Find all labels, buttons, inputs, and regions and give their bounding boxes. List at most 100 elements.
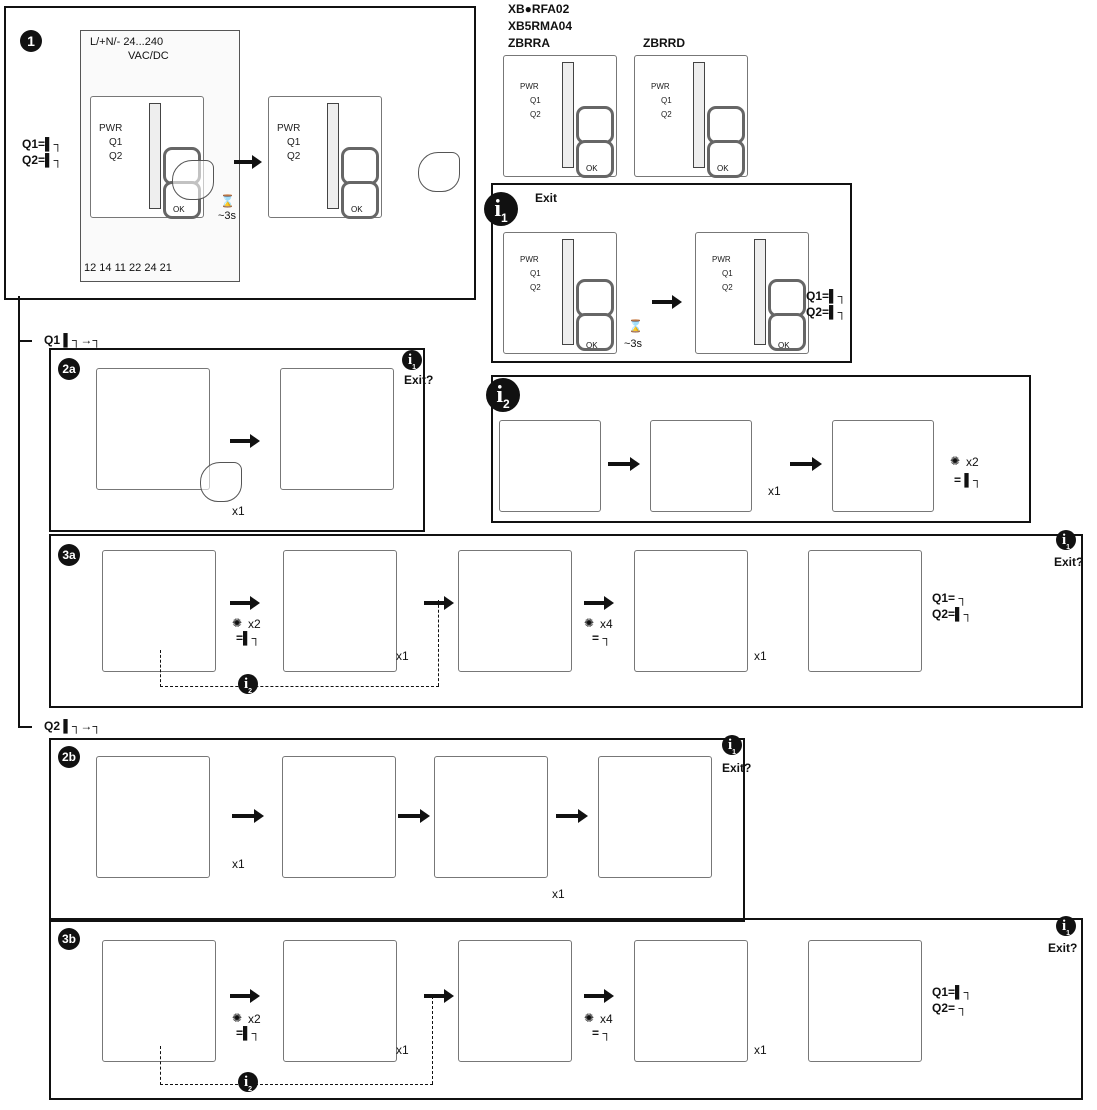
step3a-blink-count-1: x2 — [248, 617, 261, 631]
step2a-arrow — [230, 434, 260, 448]
step3a-info2-icon: i2 — [238, 674, 258, 695]
step2b-panel-1 — [96, 756, 210, 878]
step3b-press-count-2: x1 — [754, 1043, 767, 1057]
step3b-blink-count-2: x4 — [600, 1012, 613, 1026]
step2b-press-count-1: x1 — [232, 857, 245, 871]
step2a-badge: 2a — [58, 358, 80, 380]
hand-release-icon — [418, 152, 460, 192]
info2-panel-2 — [650, 420, 752, 512]
step3b-panel-2 — [283, 940, 397, 1062]
step3a-blink-result-2: = ┐ — [592, 631, 611, 645]
step3b-blink-count-1: x2 — [248, 1012, 261, 1026]
step3b-loop-line-up — [432, 996, 433, 1084]
info1-hold-time: ~3s — [624, 338, 643, 350]
step3b-panel-5 — [808, 940, 922, 1062]
step3b-panel-1 — [102, 940, 216, 1062]
step2a-exit-icon: i1 — [402, 350, 422, 371]
step3b-panel-4 — [634, 940, 748, 1062]
step3a-blink-icon-1: ✺ — [232, 616, 243, 630]
info2-badge-icon: i2 — [486, 378, 520, 412]
info1-title: Exit — [535, 191, 558, 205]
info1-panel-before: PWR Q1 Q2 OK — [503, 232, 617, 354]
info2-blink-icon: ✺ — [950, 454, 961, 468]
step3a-blink-icon-2: ✺ — [584, 616, 595, 630]
terminal-top-label: L/+N/- 24...240 — [90, 36, 164, 48]
terminal-top-label-2: VAC/DC — [128, 50, 169, 62]
step3b-panel-3 — [458, 940, 572, 1062]
flow-q1-branch — [18, 340, 32, 342]
step3a-press-count-1: x1 — [396, 649, 409, 663]
step3b-loop-line — [160, 1046, 433, 1085]
info2-panel-1 — [499, 420, 601, 512]
info2-press-count: x1 — [768, 484, 781, 498]
step3b-q1-result: Q1=▌┐ — [932, 985, 973, 999]
info1-hourglass-icon: ⌛ — [628, 319, 643, 333]
flow-main-line — [18, 296, 20, 726]
info1-panel-after: PWR Q1 Q2 OK — [695, 232, 809, 354]
step2b-frame — [49, 738, 745, 922]
step3b-exit-icon: i1 — [1056, 916, 1076, 937]
terminal-bottom-label: 12 14 11 22 24 21 — [84, 262, 172, 274]
branch-q1-label: Q1 ▌┐→┐ — [44, 333, 101, 347]
step3a-loop-line-up — [438, 600, 439, 686]
step2b-panel-3 — [434, 756, 548, 878]
step3a-arrow-3 — [584, 596, 614, 610]
step3a-exit-label: Exit? — [1054, 555, 1084, 569]
info1-arrow — [652, 295, 682, 309]
info2-frame — [491, 375, 1031, 523]
step3b-press-count-1: x1 — [396, 1043, 409, 1057]
model-label-zbrra: ZBRRA — [508, 36, 550, 50]
step3a-frame — [49, 534, 1083, 708]
hourglass-icon: ⌛ — [220, 194, 235, 208]
step3a-blink-result-1: =▌┐ — [236, 631, 261, 645]
step3b-exit-label: Exit? — [1048, 941, 1078, 955]
info2-panel-3 — [832, 420, 934, 512]
step2b-exit-icon: i1 — [722, 735, 742, 756]
reference-panel-zbrrd: PWR Q1 Q2 OK — [634, 55, 748, 178]
step2b-panel-4 — [598, 756, 712, 878]
info2-result: = ▌┐ — [954, 473, 982, 487]
info1-frame — [491, 183, 852, 363]
model-label-xb5rma04: XB5RMA04 — [508, 19, 573, 33]
step3b-frame — [49, 918, 1083, 1100]
step2a-frame — [49, 348, 425, 532]
step3b-arrow-1 — [230, 989, 260, 1003]
info2-arrow-1 — [608, 457, 640, 471]
branch-q2-label: Q2 ▌┐→┐ — [44, 719, 101, 733]
step3a-panel-1 — [102, 550, 216, 672]
step2a-hand-icon — [200, 462, 242, 502]
step1-q1-label: Q1=▌┐ — [22, 137, 63, 151]
flow-q2-branch — [18, 726, 32, 728]
step3a-press-count-2: x1 — [754, 649, 767, 663]
step3a-arrow-2 — [424, 596, 454, 610]
step2a-press-count: x1 — [232, 504, 245, 518]
step3a-badge: 3a — [58, 544, 80, 566]
step3a-panel-2 — [283, 550, 397, 672]
step3a-blink-count-2: x4 — [600, 617, 613, 631]
model-label-xbrfa02: XB●RFA02 — [508, 2, 570, 16]
step2a-panel-after — [280, 368, 394, 490]
step3a-q2-result: Q2=▌┐ — [932, 607, 973, 621]
step3b-blink-result-2: = ┐ — [592, 1026, 611, 1040]
info1-q1-result: Q1=▌┐ — [806, 289, 847, 303]
step3b-blink-result-1: =▌┐ — [236, 1026, 261, 1040]
step3b-blink-icon-1: ✺ — [232, 1011, 243, 1025]
step3b-info2-icon: i2 — [238, 1072, 258, 1093]
info2-blink-count: x2 — [966, 455, 979, 469]
step2a-exit-label: Exit? — [404, 373, 434, 387]
step1-hold-time: ~3s — [218, 210, 237, 222]
step3b-arrow-2 — [424, 989, 454, 1003]
step2b-arrow-3 — [556, 809, 588, 823]
step1-panel-after: PWR Q1 Q2 OK — [268, 96, 382, 219]
step1-q2-label: Q2=▌┐ — [22, 153, 63, 167]
step1-panel-before: PWR Q1 Q2 OK — [90, 96, 204, 219]
step2b-arrow-2 — [398, 809, 430, 823]
step3a-exit-icon: i1 — [1056, 530, 1076, 551]
hand-press-icon — [172, 160, 214, 200]
model-label-zbrrd: ZBRRD — [643, 36, 685, 50]
info1-badge-icon: i1 — [484, 192, 518, 226]
info2-arrow-2 — [790, 457, 822, 471]
step2a-panel-before — [96, 368, 210, 490]
step3a-arrow-1 — [230, 596, 260, 610]
step3a-q1-result: Q1= ┐ — [932, 591, 967, 605]
